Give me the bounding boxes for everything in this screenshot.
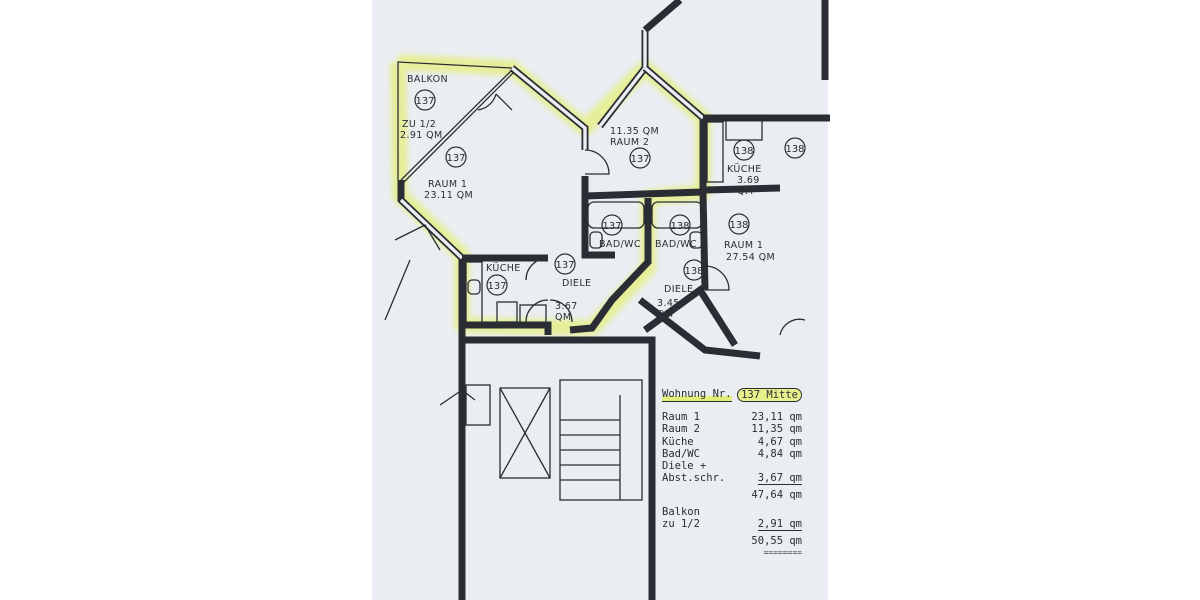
summary-row: Küche 4,67 qm <box>662 436 802 448</box>
area-summary-table: Wohnung Nr. 137 Mitte Raum 1 23,11 qm Rau… <box>662 388 802 559</box>
balkon-value: 2,91 qm <box>757 517 802 532</box>
row-label: Bad/WC <box>662 447 700 460</box>
balkon-row-1: Balkon <box>662 506 802 518</box>
balkon-label: Balkon <box>662 505 700 518</box>
row-label: Diele + <box>662 460 707 473</box>
diele-138-area-unit: QM <box>657 309 673 320</box>
row-value: 4,67 qm <box>757 435 802 448</box>
subtotal-row: 47,64 qm <box>662 489 802 501</box>
kueche-138-area: 3.69 <box>737 175 760 186</box>
balkon-share: ZU 1/2 <box>402 119 436 130</box>
raum1-138-label: RAUM 1 <box>724 240 763 251</box>
diele-137-label: DIELE <box>562 278 591 289</box>
bad-137-number: 137 <box>602 221 621 232</box>
bad-137-label: BAD/WC <box>599 239 641 250</box>
fixtures <box>384 119 763 501</box>
kueche-138-area-unit: QM <box>737 186 753 197</box>
raum1-area: 23.11 QM <box>424 190 473 201</box>
summary-row: Raum 1 23,11 qm <box>662 411 802 423</box>
bad-138-number: 138 <box>670 221 689 232</box>
balkon-area: 2.91 QM <box>400 130 443 141</box>
total-underline-row: ======== <box>662 547 802 559</box>
balkon-label: BALKON <box>407 74 448 85</box>
balcony-outline <box>397 61 515 183</box>
kueche-137-number: 137 <box>487 281 506 292</box>
summary-header: Wohnung Nr. 137 Mitte <box>662 388 802 403</box>
room-138-number: 138 <box>785 144 804 155</box>
walls <box>397 0 830 600</box>
raum2-number: 137 <box>630 154 649 165</box>
raum2-area: 11.35 QM <box>610 126 659 137</box>
doors <box>525 149 806 336</box>
row-label: Raum 1 <box>662 411 700 424</box>
row-value: 23,11 qm <box>751 411 802 424</box>
balkon-share-label: zu 1/2 <box>662 517 700 530</box>
row-value: 4,84 qm <box>757 447 802 460</box>
summary-row: Raum 2 11,35 qm <box>662 423 802 435</box>
raum1-138-area: 27.54 QM <box>726 252 775 263</box>
table-border <box>650 370 652 490</box>
diele-138-area: 3.45 <box>657 298 680 309</box>
total-row: 50,55 qm <box>662 535 802 547</box>
total-value: 50,55 qm <box>751 535 802 548</box>
row-value: 11,35 qm <box>751 423 802 436</box>
diele-137-area: 3.67 <box>555 301 578 312</box>
diele-138-label: DIELE <box>664 284 693 295</box>
apartment-number-label: Wohnung Nr. <box>662 388 732 403</box>
diele-137-area-unit: QM <box>555 312 571 323</box>
subtotal-value: 47,64 qm <box>751 489 802 502</box>
row-label: Küche <box>662 435 694 448</box>
kueche-138-label: KÜCHE <box>727 164 762 175</box>
row-value: 3,67 qm <box>757 472 802 486</box>
raum2-label: RAUM 2 <box>610 137 649 148</box>
summary-row: Diele + <box>662 460 802 472</box>
raum1-138-number: 138 <box>729 220 748 231</box>
balkon-number: 137 <box>415 96 434 107</box>
balkon-row-2: zu 1/2 2,91 qm <box>662 517 802 532</box>
summary-row: Abst.schr. 3,67 qm <box>662 472 802 486</box>
diele-138-number: 138 <box>684 266 703 277</box>
summary-row: Bad/WC 4,84 qm <box>662 448 802 460</box>
row-label: Raum 2 <box>662 423 700 436</box>
bad-138-label: BAD/WC <box>655 239 697 250</box>
kueche-138-number: 138 <box>734 146 753 157</box>
raum1-label: RAUM 1 <box>428 179 467 190</box>
total-double-underline: ======== <box>763 548 802 558</box>
kueche-137-label: KÜCHE <box>486 263 521 274</box>
apartment-number-value: 137 Mitte <box>737 388 802 403</box>
diele-137-number: 137 <box>555 260 574 271</box>
row-label: Abst.schr. <box>662 472 726 485</box>
raum1-number: 137 <box>446 153 465 164</box>
